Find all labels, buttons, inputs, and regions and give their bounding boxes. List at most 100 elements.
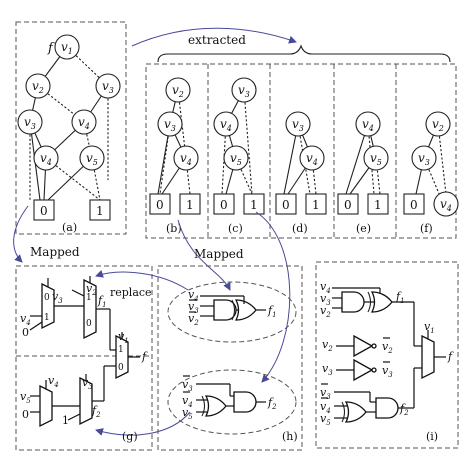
- svg-text:v2: v2: [172, 83, 184, 99]
- svg-text:v5: v5: [320, 412, 331, 427]
- svg-text:1: 1: [118, 345, 124, 355]
- svg-text:1: 1: [250, 198, 258, 212]
- svg-text:0: 0: [156, 198, 164, 212]
- panel-e-caption: (e): [356, 222, 371, 235]
- svg-text:v2: v2: [86, 282, 97, 297]
- svg-text:v3: v3: [164, 117, 176, 133]
- svg-text:v4: v4: [320, 400, 331, 415]
- mapped-arrow-b: [177, 219, 231, 291]
- panel-c-bdd: [213, 77, 265, 215]
- svg-text:v1: v1: [118, 330, 129, 345]
- svg-text:v3: v3: [418, 151, 430, 167]
- replace-arrow-top: [95, 269, 189, 291]
- svg-text:v3: v3: [292, 117, 304, 133]
- svg-text:1: 1: [374, 198, 382, 212]
- panel-i-labels: v4 v3 v2 f1 v2 v3 v2 v3 v1 f v3 v4 v5 f2: [320, 280, 454, 427]
- svg-text:0: 0: [22, 326, 29, 339]
- svg-text:v5: v5: [20, 390, 31, 405]
- panel-h-labels: v4 v3 v2 f1 v3 v4 v5 f2: [182, 288, 277, 421]
- svg-text:v3: v3: [102, 79, 114, 95]
- svg-text:1: 1: [86, 293, 92, 303]
- replace-label: replace: [110, 286, 152, 299]
- replace-arrow-bottom: [95, 411, 191, 436]
- svg-text:f2: f2: [399, 402, 409, 417]
- svg-text:v4: v4: [180, 151, 192, 167]
- panel-c-caption: (c): [228, 222, 243, 235]
- panels-b-f-border: [145, 63, 457, 239]
- svg-text:1: 1: [186, 198, 194, 212]
- svg-text:v3: v3: [238, 83, 250, 99]
- svg-text:v4: v4: [20, 312, 31, 327]
- svg-text:v2: v2: [188, 312, 199, 327]
- svg-text:f1: f1: [395, 290, 405, 305]
- svg-text:1: 1: [312, 198, 320, 212]
- svg-text:v4: v4: [306, 151, 318, 167]
- svg-text:f: f: [447, 350, 454, 363]
- svg-text:v4: v4: [48, 374, 59, 389]
- mapped-arrow-c: [255, 211, 291, 383]
- panel-a-node-labels: v1 v2 v3 v3 v4 v4 v5: [24, 40, 114, 167]
- panel-i-border: [315, 261, 459, 449]
- svg-text:v4: v4: [182, 394, 193, 409]
- panel-a-caption: (a): [62, 221, 77, 234]
- svg-text:1: 1: [62, 414, 69, 427]
- extracted-arrow: [131, 27, 297, 47]
- panel-h-caption: (h): [282, 430, 298, 443]
- mapped-mid-label: Mapped: [194, 247, 244, 261]
- svg-text:v3: v3: [188, 300, 199, 315]
- svg-text:0: 0: [220, 198, 228, 212]
- svg-text:v5: v5: [370, 151, 382, 167]
- panel-b-labels: v2 v3 v4 0 1: [156, 83, 194, 212]
- panel-g-border: [15, 265, 153, 451]
- svg-text:0: 0: [344, 198, 352, 212]
- svg-text:v3: v3: [182, 378, 193, 393]
- panel-e-labels: v4 v5 0 1: [344, 117, 382, 212]
- svg-text:f2: f2: [91, 404, 101, 419]
- svg-text:0: 0: [22, 408, 29, 421]
- panel-d-bdd: [275, 111, 327, 215]
- svg-text:v3: v3: [322, 362, 333, 377]
- panel-g-caption: (g): [122, 430, 138, 443]
- svg-text:v3: v3: [382, 364, 393, 379]
- svg-text:f1: f1: [97, 294, 107, 309]
- svg-text:0: 0: [86, 319, 92, 329]
- panel-d-caption: (d): [292, 222, 308, 235]
- svg-text:v4: v4: [188, 288, 199, 303]
- svg-text:v2: v2: [382, 340, 393, 355]
- extracted-label: extracted: [188, 33, 246, 47]
- panel-a-bdd: [17, 34, 121, 221]
- panel-e-bdd: [337, 111, 389, 215]
- svg-text:v2: v2: [32, 79, 44, 95]
- panel-a-border: [15, 21, 127, 235]
- svg-text:v3: v3: [24, 115, 36, 131]
- svg-text:v2: v2: [320, 304, 331, 319]
- svg-text:v2: v2: [322, 338, 333, 353]
- svg-text:v2: v2: [432, 117, 444, 133]
- panel-a-f-label: f: [47, 41, 55, 56]
- panel-f-bdd: [403, 111, 459, 217]
- svg-text:v4: v4: [40, 151, 52, 167]
- panel-g-circuit: [29, 276, 140, 428]
- svg-text:f: f: [141, 350, 148, 363]
- mapped-arrow-left: [13, 205, 29, 263]
- svg-text:v1: v1: [424, 320, 435, 335]
- svg-text:v5: v5: [86, 151, 98, 167]
- panel-a-terminal-1: 1: [96, 204, 104, 218]
- svg-text:v1: v1: [61, 40, 73, 56]
- svg-text:0: 0: [118, 363, 124, 373]
- svg-text:v4: v4: [320, 280, 331, 295]
- svg-text:v3: v3: [320, 386, 331, 401]
- panel-c-labels: v3 v4 v5 0 1: [220, 83, 258, 212]
- panel-a-terminal-0: 0: [40, 204, 48, 218]
- svg-text:f1: f1: [267, 304, 277, 319]
- panel-i-caption: (i): [426, 430, 438, 443]
- panel-i-circuit: [332, 287, 446, 423]
- svg-text:0: 0: [282, 198, 290, 212]
- svg-text:v4: v4: [362, 117, 374, 133]
- svg-text:0: 0: [410, 198, 418, 212]
- svg-text:v3: v3: [52, 290, 63, 305]
- mapped-left-label: Mapped: [30, 245, 80, 259]
- svg-text:f2: f2: [267, 396, 277, 411]
- svg-text:v4: v4: [220, 117, 232, 133]
